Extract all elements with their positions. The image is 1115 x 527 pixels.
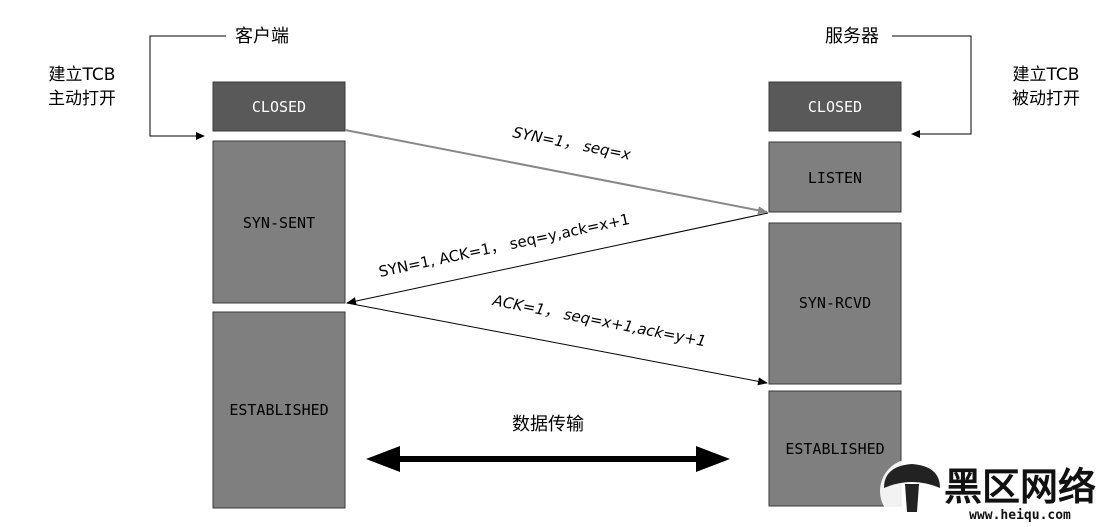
client-title: 客户端 [235,26,289,47]
server-state-listen: LISTEN [768,141,902,213]
client-note-line1: 建立TCB [49,65,116,85]
syn-label: SYN=1， seq=x [511,123,632,164]
server-note-line1: 建立TCB [1013,65,1080,85]
server-note-line2: 被动打开 [1012,89,1080,109]
syn-arrow [344,129,768,215]
ack-arrow [346,302,768,386]
client-state-closed-label: CLOSED [252,98,306,116]
syn-ack-label: SYN=1, ACK=1， seq=y,ack=x+1 [377,210,631,281]
data-transfer-double-arrow [366,446,730,472]
client-state-established: ESTABLISHED [212,311,346,509]
client-state-syn-sent-label: SYN-SENT [243,214,315,232]
server-bracket-line [892,35,972,138]
server-state-syn-rcvd-label: SYN-RCVD [799,294,871,312]
server-state-listen-label: LISTEN [808,169,862,187]
client-state-closed: CLOSED [212,81,346,132]
watermark-brand: 黑区网络 [944,465,1096,509]
server-state-established-label: ESTABLISHED [785,440,884,458]
watermark: 黑区网络 www.heiqu.com [880,459,1096,523]
client-state-syn-sent: SYN-SENT [212,140,346,304]
watermark-url: www.heiqu.com [969,508,1071,523]
server-state-closed-label: CLOSED [808,98,862,116]
client-note-line2: 主动打开 [48,89,116,109]
mushroom-logo-icon [880,459,944,523]
ack-label: ACK=1， seq=x+1,ack=y+1 [490,291,707,350]
server-title: 服务器 [825,26,879,47]
client-state-established-label: ESTABLISHED [229,401,328,419]
server-state-closed: CLOSED [768,81,902,132]
server-state-established: ESTABLISHED [768,390,902,507]
client-bracket-line [149,35,226,140]
data-transfer-label: 数据传输 [512,414,584,435]
syn-ack-arrow [346,212,769,306]
server-state-syn-rcvd: SYN-RCVD [768,222,902,385]
